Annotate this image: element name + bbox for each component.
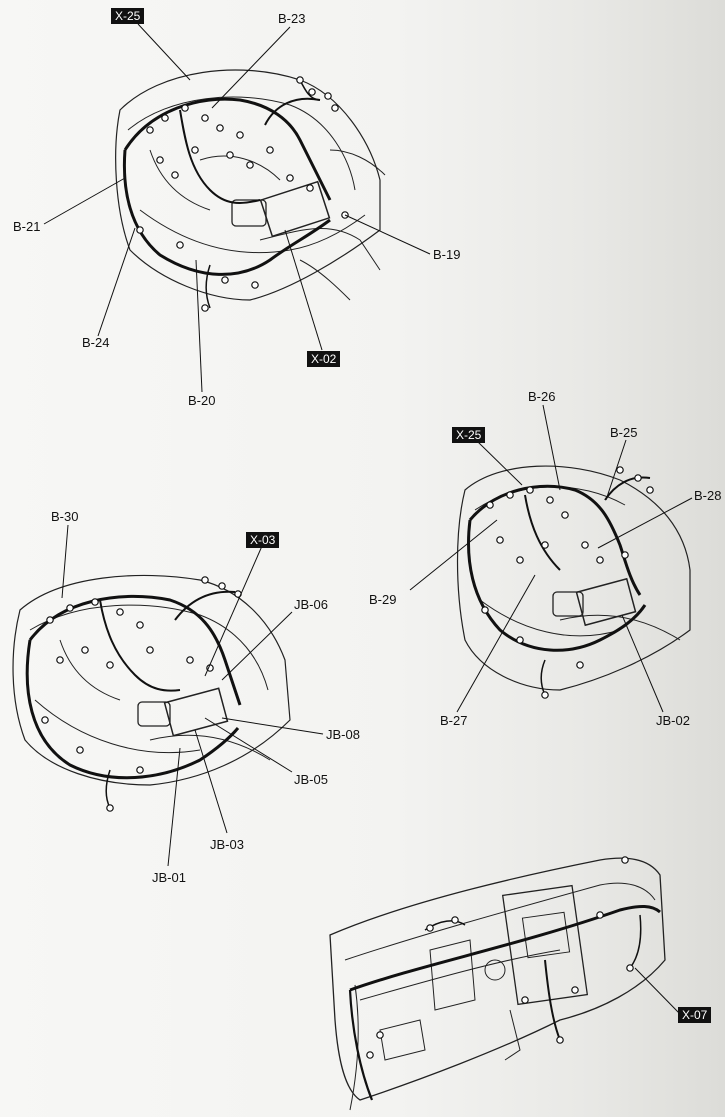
dashboard-harness-view-3	[12, 574, 291, 809]
connector-tag-x02: X-02	[307, 351, 341, 367]
label-b29: B-29	[369, 592, 397, 607]
label-b30: B-30	[51, 509, 79, 524]
connector-tag-x07: X-07	[678, 1007, 712, 1023]
label-b21: B-21	[13, 219, 41, 234]
label-jb06: JB-06	[294, 597, 328, 612]
dashboard-harness-view-1	[115, 69, 386, 309]
label-b27: B-27	[440, 713, 468, 728]
connector-tag-x03: X-03	[246, 532, 280, 548]
label-b24: B-24	[82, 335, 110, 350]
label-b26: B-26	[528, 389, 556, 404]
label-b20: B-20	[188, 393, 216, 408]
connector-tag-x25-right: X-25	[452, 427, 486, 443]
label-jb01: JB-01	[152, 870, 186, 885]
dashboard-harness-view-2	[456, 465, 691, 696]
label-b23: B-23	[278, 11, 306, 26]
label-jb02: JB-02	[656, 713, 690, 728]
connector-tag-x25-top: X-25	[111, 8, 145, 24]
label-jb05: JB-05	[294, 772, 328, 787]
label-jb08: JB-08	[326, 727, 360, 742]
label-b25: B-25	[610, 425, 638, 440]
instrument-panel-view	[329, 857, 666, 1111]
label-b19: B-19	[433, 247, 461, 262]
label-jb03: JB-03	[210, 837, 244, 852]
leader-lines	[43, 23, 693, 1015]
label-b28: B-28	[694, 488, 722, 503]
